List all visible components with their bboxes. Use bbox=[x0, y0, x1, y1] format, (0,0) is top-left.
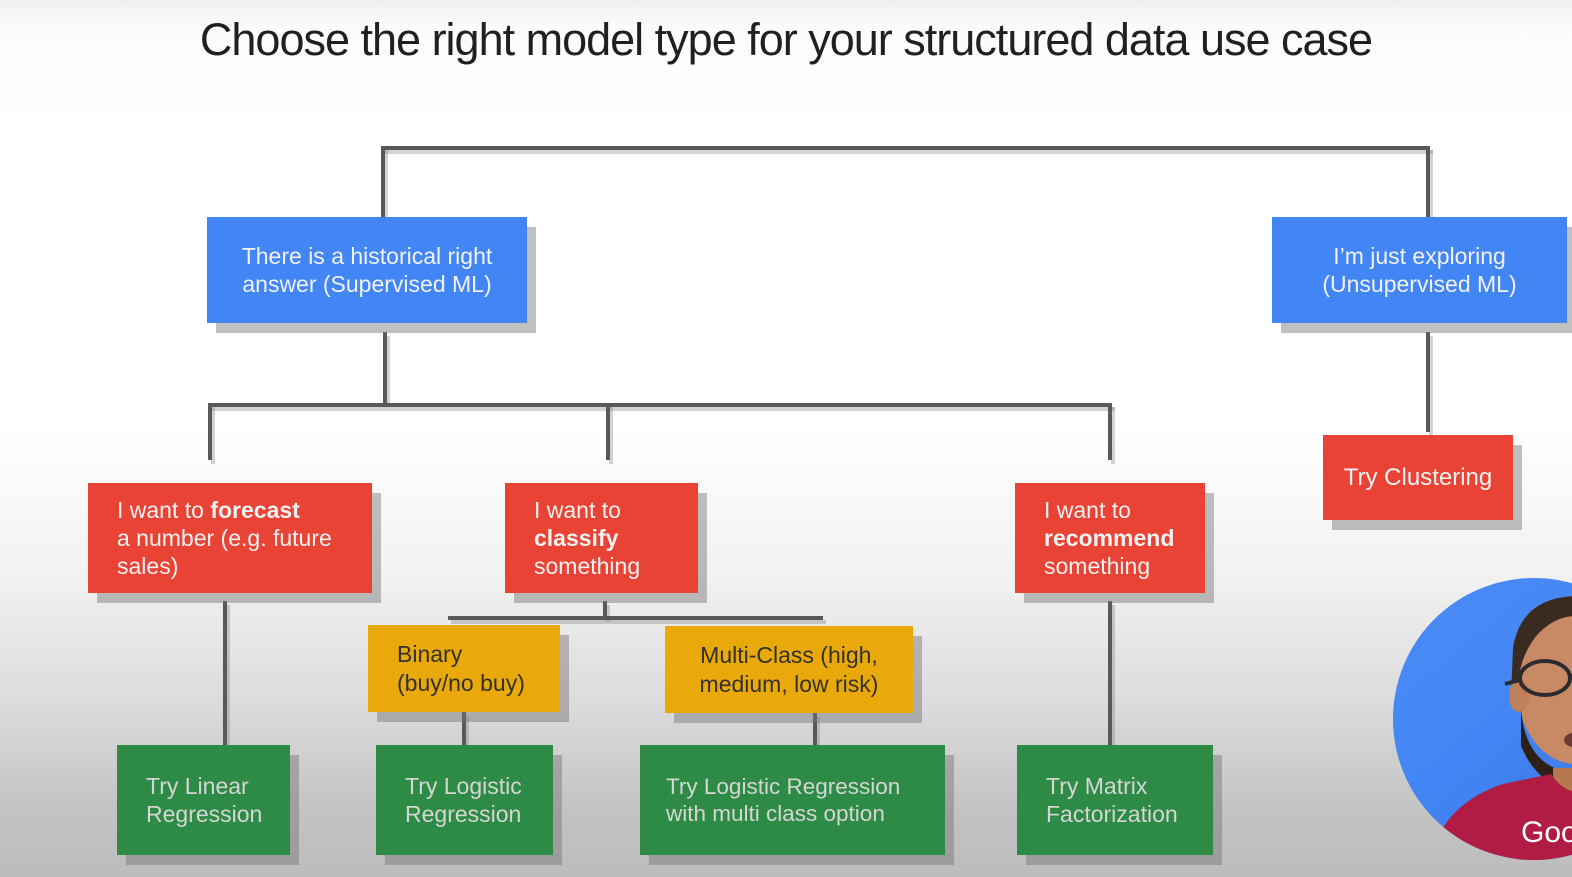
node-recommend: I want to recommend something bbox=[1015, 483, 1205, 593]
node-unsupervised-line2: (Unsupervised ML) bbox=[1322, 271, 1517, 297]
connector-unsupervised-down bbox=[1426, 332, 1430, 432]
node-logistic-line1: Try Logistic bbox=[405, 772, 522, 799]
node-linear-line2: Regression bbox=[146, 801, 263, 827]
connector-mid-drop-forecast bbox=[208, 403, 212, 460]
node-multiclass-line1: Multi-Class (high, bbox=[700, 642, 878, 669]
presenter-illustration: Goo bbox=[1429, 596, 1572, 860]
node-forecast-line1-normal: I want to bbox=[117, 496, 211, 523]
presenter-shirt-logo-text: Goo bbox=[1521, 816, 1572, 849]
node-linear-line1: Try Linear bbox=[146, 772, 249, 799]
node-binary-line1: Binary bbox=[397, 641, 463, 668]
presenter-glasses-temple bbox=[1504, 678, 1521, 686]
node-forecast-line3: sales) bbox=[117, 553, 179, 580]
node-forecast-line1: I want to forecast bbox=[117, 496, 372, 524]
connector-classify-stub bbox=[603, 601, 607, 618]
connector-top-left-drop bbox=[381, 146, 385, 218]
node-classify: I want to classify something bbox=[505, 483, 698, 593]
connector-classify-horizontal bbox=[448, 616, 823, 620]
node-forecast-line1-bold: forecast bbox=[210, 496, 300, 523]
connector-multiclass-to-logmulti bbox=[813, 713, 817, 746]
node-recommend-line1: I want to bbox=[1044, 496, 1131, 523]
node-try-clustering: Try Clustering bbox=[1323, 435, 1513, 520]
connector-supervised-down bbox=[383, 332, 387, 403]
slide-title: Choose the right model type for your str… bbox=[199, 14, 1373, 65]
node-try-clustering-label: Try Clustering bbox=[1343, 463, 1493, 491]
node-recommend-line2-bold: recommend bbox=[1044, 524, 1175, 551]
node-binary: Binary (buy/no buy) bbox=[368, 625, 560, 712]
node-supervised-line2: answer (Supervised ML) bbox=[242, 271, 492, 297]
node-classify-line2-bold: classify bbox=[534, 524, 619, 551]
node-recommend-line3: something bbox=[1044, 553, 1151, 580]
node-matrix-line2: Factorization bbox=[1046, 801, 1178, 827]
node-forecast: I want to forecast a number (e.g. future… bbox=[88, 483, 372, 593]
presenter-glasses-left-lens bbox=[1518, 659, 1572, 697]
node-unsupervised-line1: I’m just exploring bbox=[1333, 242, 1506, 269]
node-try-logistic-multiclass: Try Logistic Regression with multi class… bbox=[640, 745, 945, 855]
node-try-matrix-factorization: Try Matrix Factorization bbox=[1017, 745, 1213, 855]
node-supervised-ml: There is a historical right answer (Supe… bbox=[207, 217, 527, 323]
node-try-linear-regression: Try Linear Regression bbox=[117, 745, 290, 855]
node-forecast-line2: a number (e.g. future bbox=[117, 524, 332, 551]
node-classify-line3: something bbox=[534, 553, 641, 580]
node-unsupervised-ml: I’m just exploring (Unsupervised ML) bbox=[1272, 217, 1567, 323]
presenter-face bbox=[1518, 616, 1572, 764]
node-multiclass: Multi-Class (high, medium, low risk) bbox=[665, 626, 913, 713]
connector-mid-drop-classify bbox=[606, 403, 610, 460]
connector-mid-horizontal bbox=[208, 403, 1112, 407]
node-binary-line2: (buy/no buy) bbox=[397, 669, 525, 696]
node-recommend-line2: recommend bbox=[1044, 524, 1205, 552]
node-classify-line2: classify bbox=[534, 524, 698, 552]
presenter-video-bubble: Goo bbox=[1393, 578, 1572, 860]
node-try-logistic-regression: Try Logistic Regression bbox=[376, 745, 553, 855]
presenter-mouth bbox=[1564, 732, 1572, 748]
node-matrix-line1: Try Matrix bbox=[1046, 772, 1148, 799]
connector-binary-to-logistic bbox=[462, 712, 466, 746]
node-multiclass-line2: medium, low risk) bbox=[699, 670, 879, 697]
connector-top-right-drop bbox=[1426, 146, 1430, 218]
connector-recommend-to-matrix bbox=[1108, 601, 1112, 746]
node-logmulti-line2: with multi class option bbox=[666, 801, 885, 826]
connector-top-horizontal bbox=[381, 146, 1430, 150]
node-logmulti-line1: Try Logistic Regression bbox=[666, 773, 901, 799]
connector-forecast-to-linear bbox=[223, 601, 227, 746]
presenter-shirt bbox=[1429, 774, 1572, 860]
node-classify-line1: I want to bbox=[534, 496, 621, 523]
node-logistic-line2: Regression bbox=[405, 801, 522, 827]
presenter-ear bbox=[1509, 680, 1529, 712]
node-supervised-line1: There is a historical right bbox=[241, 242, 493, 269]
connector-mid-drop-recommend bbox=[1108, 403, 1112, 460]
